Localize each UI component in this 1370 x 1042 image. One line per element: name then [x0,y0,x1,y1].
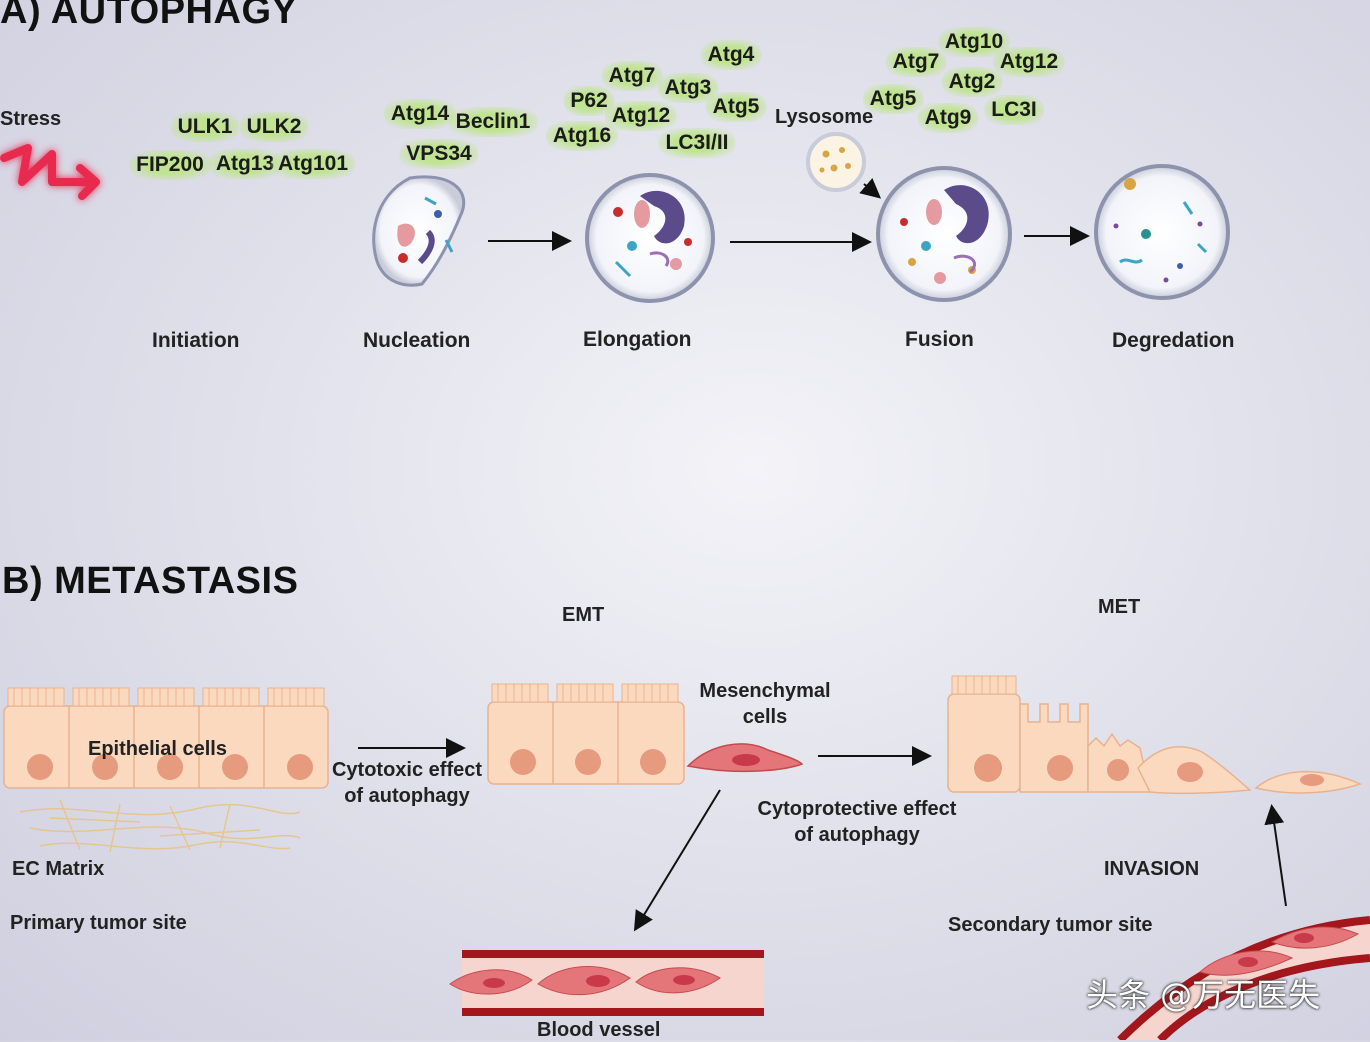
protein-atg9: Atg9 [917,103,979,133]
protein-atg16: Atg16 [545,121,619,151]
protein-atg7-fusion: Atg7 [885,47,947,77]
secondary-blood-vessel-icon [1117,916,1370,1040]
stress-label: Stress [0,108,62,130]
stage-fusion: Fusion [905,328,974,351]
protein-atg2: Atg2 [941,67,1003,97]
autophagy-title: A) AUTOPHAGY [0,0,298,32]
phagophore-icon [372,175,466,287]
mesenchymal-label: Mesenchymal cells [690,680,840,729]
blood-vessel-icon [449,950,764,1016]
stress-arrow-icon [0,144,100,200]
primary-site-label: Primary tumor site [10,912,187,934]
cytoprotective-label: Cytoprotective effect of autophagy [748,798,966,847]
secondary-site-label: Secondary tumor site [948,914,1153,936]
lysosome-label: Lysosome [775,106,874,128]
emt-label: EMT [562,604,605,626]
protein-ulk2: ULK2 [239,112,309,142]
metastasis-title: B) METASTASIS [2,560,299,602]
autophagosome-elongation-icon [585,173,715,303]
cytotoxic-label: Cytotoxic effect of autophagy [326,759,488,808]
mesenchymal-cell-icon [686,743,804,773]
epithelial-cells-emt [487,683,685,785]
protein-atg12-fusion: Atg12 [992,47,1066,77]
protein-fip200: FIP200 [129,150,211,180]
met-label: MET [1098,596,1141,618]
protein-p62: P62 [563,86,615,116]
watermark: 头条 @万无医失 [1086,976,1321,1014]
protein-atg5-elong: Atg5 [705,92,767,122]
mesenchymal-line2: cells [742,706,788,728]
protein-atg13: Atg13 [208,149,282,179]
ec-matrix-label: EC Matrix [12,858,105,880]
lysosome-icon [806,132,866,192]
protein-atg12-elong: Atg12 [604,101,678,131]
invasion-label: INVASION [1104,858,1200,880]
protein-vps34: VPS34 [399,139,479,169]
degradation-vesicle-icon [1094,164,1230,300]
epithelial-cells-primary [3,687,329,789]
cytoprotective-line2: of autophagy [794,824,920,846]
stage-elongation: Elongation [583,328,692,351]
protein-ulk1: ULK1 [170,112,240,142]
autolysosome-fusion-icon [876,166,1012,302]
protein-lc3i-ii: LC3I/II [658,128,736,158]
protein-atg4: Atg4 [700,40,762,70]
blood-vessel-label: Blood vessel [537,1019,661,1041]
protein-beclin1: Beclin1 [448,107,538,137]
protein-atg14: Atg14 [383,99,457,129]
protein-atg5-fusion: Atg5 [862,84,924,114]
ec-matrix-fibres [19,799,301,853]
mesenchymal-line1: Mesenchymal [699,680,831,702]
cytotoxic-line1: Cytotoxic effect [331,759,483,781]
protein-atg101: Atg101 [270,149,356,179]
protein-atg10: Atg10 [937,27,1011,57]
protein-lc3i: LC3I [984,95,1044,125]
cytotoxic-line2: of autophagy [344,785,470,807]
cytoprotective-line1: Cytoprotective effect [757,798,957,820]
stage-initiation: Initiation [152,329,240,352]
stage-nucleation: Nucleation [363,329,471,352]
met-cells [947,675,1363,795]
protein-atg7-elong: Atg7 [601,61,663,91]
epithelial-cells-label: Epithelial cells [88,738,227,760]
stage-degredation: Degredation [1112,329,1235,352]
